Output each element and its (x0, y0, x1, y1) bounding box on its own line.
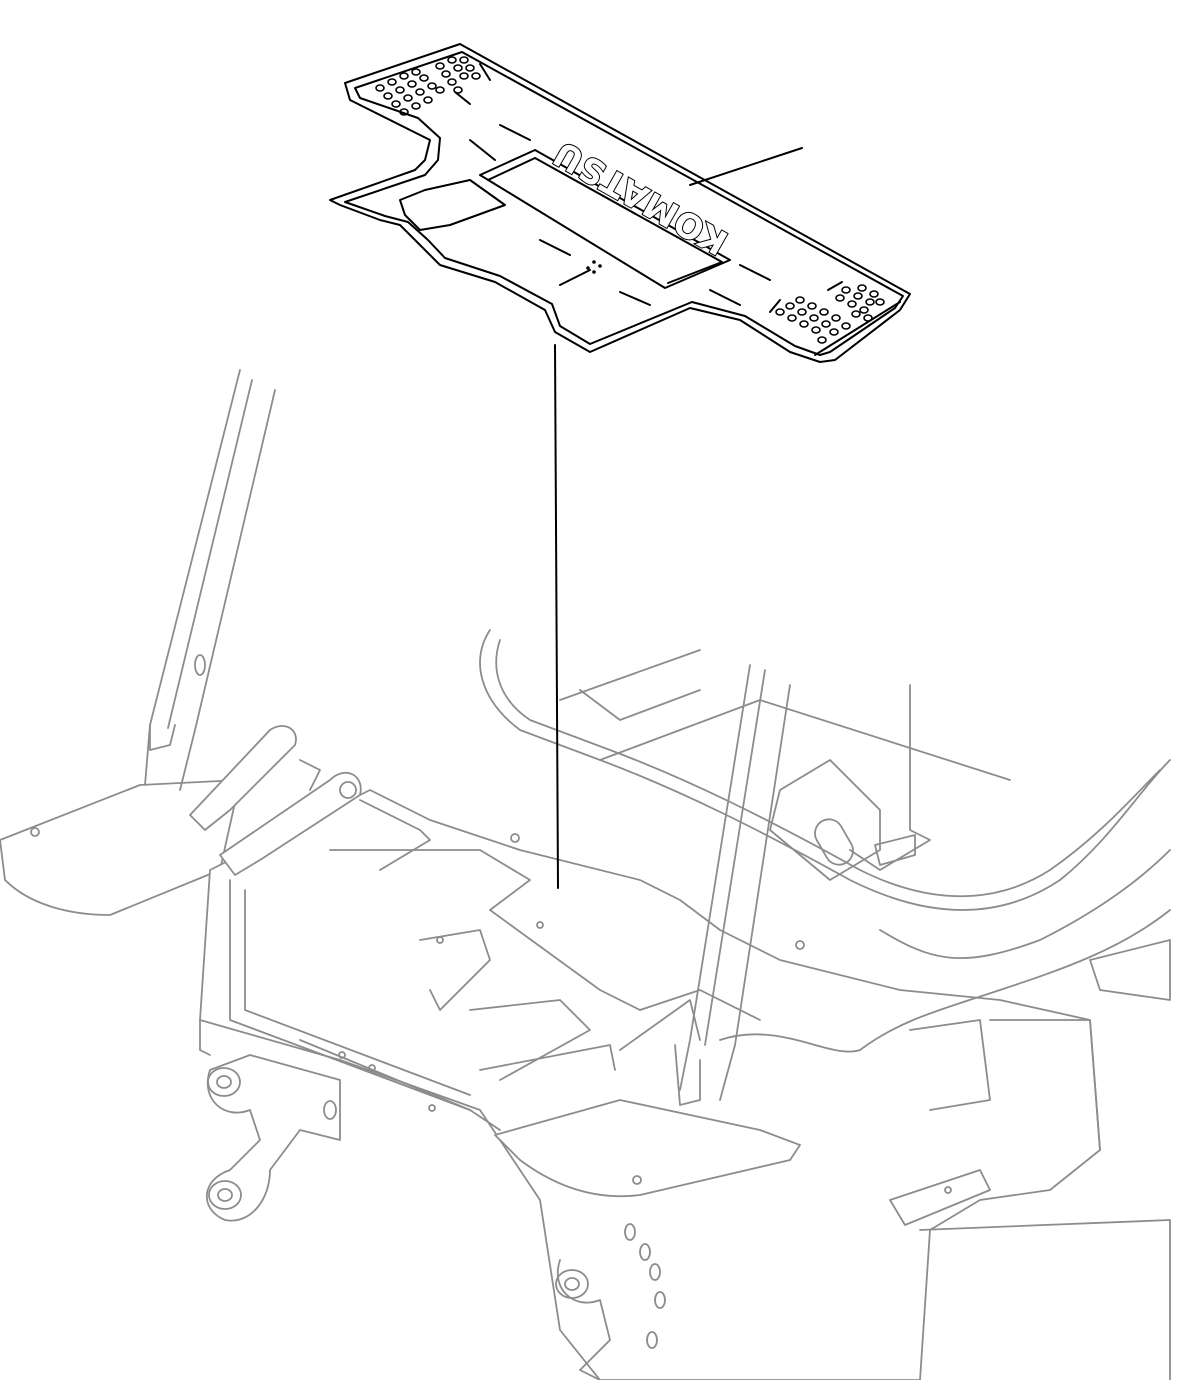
right-floor-plate (494, 1099, 801, 1198)
left-pivot-mount (205, 1054, 341, 1222)
mat-right-perforations (769, 281, 901, 356)
center-mark (586, 266, 590, 270)
left-upright-post (144, 369, 276, 791)
right-bracket (769, 684, 931, 881)
mat-left-recess (399, 179, 506, 231)
part-callout-leader-line (689, 147, 803, 186)
mat-raised-panel (479, 149, 731, 289)
front-crossbeam (199, 1019, 616, 1131)
right-pivot-mount (555, 1169, 1171, 1380)
right-upright-post (619, 664, 791, 1106)
right-arm (719, 849, 1171, 1151)
left-hinge-brackets (189, 725, 431, 876)
install-position-leader-line (554, 344, 559, 889)
leader-lines (554, 147, 803, 889)
center-frame (199, 789, 1101, 1380)
mat-left-perforations (375, 56, 491, 116)
machine-frame (0, 369, 1171, 1380)
floor-mat: KOMATSU (329, 43, 911, 363)
